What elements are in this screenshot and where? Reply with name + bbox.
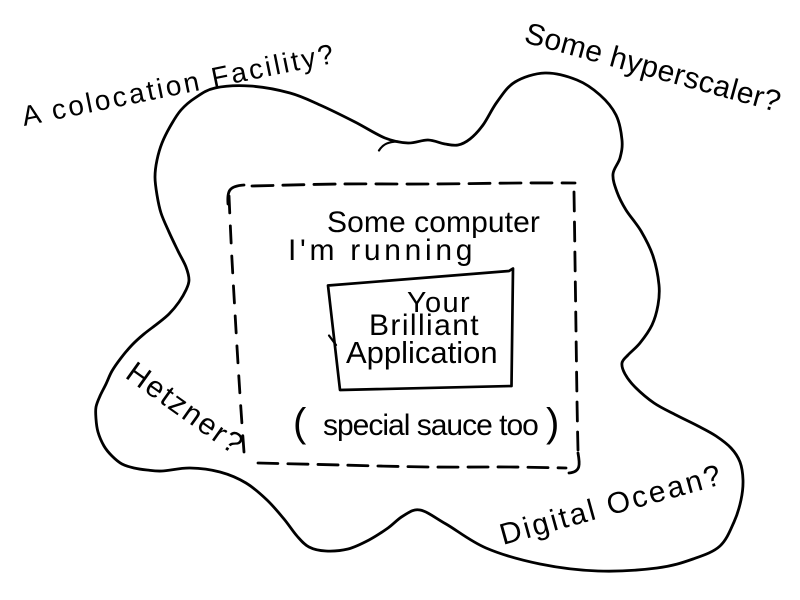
svg-text:Brilliant: Brilliant <box>369 309 480 342</box>
svg-text:special sauce too: special sauce too <box>323 409 538 442</box>
svg-text:): ) <box>546 401 559 445</box>
svg-text:Your: Your <box>407 287 471 319</box>
svg-text:Some computer: Some computer <box>327 206 540 239</box>
svg-text:(: ( <box>293 401 307 445</box>
svg-text:Application: Application <box>346 335 498 370</box>
svg-text:I'm running: I'm running <box>288 234 476 267</box>
